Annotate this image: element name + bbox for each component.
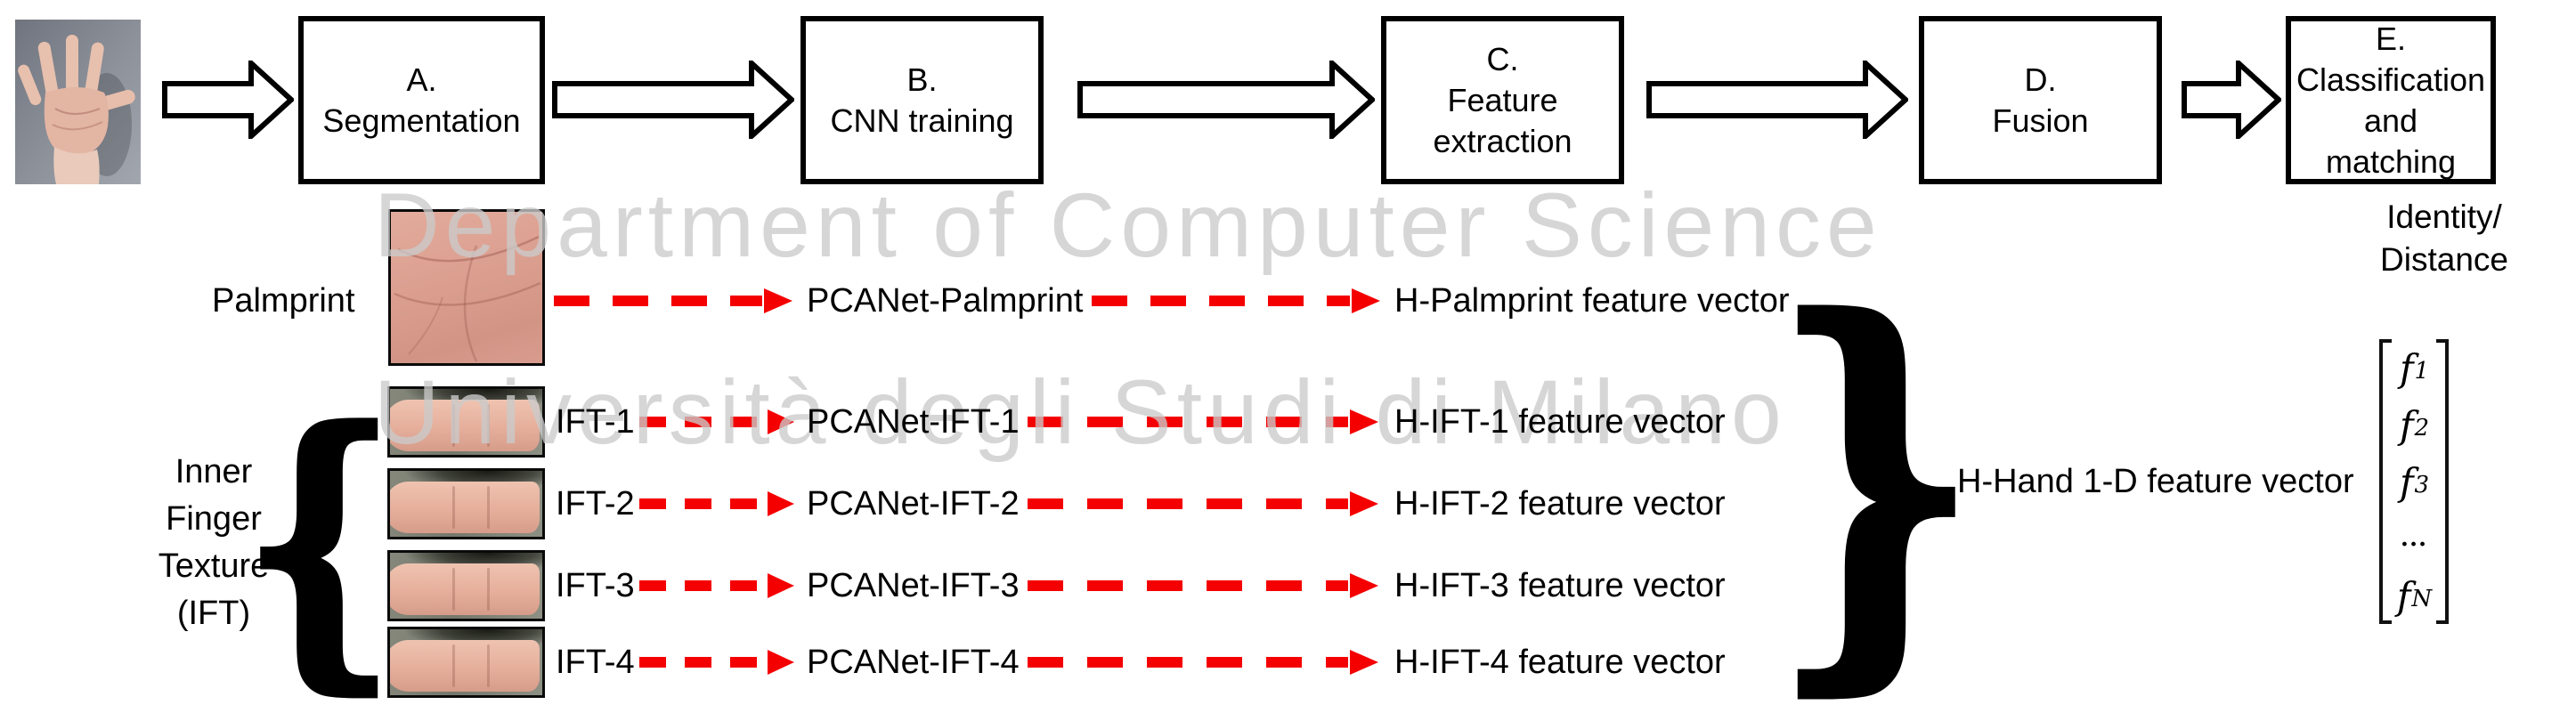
h-ift-3-feature-label: H-IFT-3 feature vector xyxy=(1394,567,1726,604)
ift-4-label: IFT-4 xyxy=(556,644,635,681)
distance-line: Distance xyxy=(2380,241,2508,278)
h-palmprint-feature-label: H-Palmprint feature vector xyxy=(1394,282,1790,320)
dashed-arrow-pcanet-ift1 xyxy=(1028,409,1378,434)
pcanet-palmprint-label: PCANet-Palmprint xyxy=(807,282,1084,320)
stage-name: Feature extraction xyxy=(1433,81,1572,159)
ift-group-line: Finger xyxy=(166,500,262,538)
vector-entry-sub: 3 xyxy=(2414,472,2430,498)
stage-box-segmentation: A. Segmentation xyxy=(298,16,545,184)
flow-arrow-5 xyxy=(2182,61,2281,139)
hand-illustration xyxy=(15,20,141,184)
finger-image-2 xyxy=(387,468,545,539)
stage-letter: C. xyxy=(1486,40,1519,77)
ift-2-label: IFT-2 xyxy=(556,485,635,523)
ift-group-line: Texture xyxy=(158,547,270,585)
vector-entry-ellipsis: ... xyxy=(2379,510,2449,567)
identity-line: Identity/ xyxy=(2386,199,2502,235)
dashed-arrow-pcanet-ift2 xyxy=(1028,491,1378,516)
finger-image-3 xyxy=(387,550,545,621)
stage-box-cnn-training: B. CNN training xyxy=(800,16,1044,184)
palmprint-label: Palmprint xyxy=(212,282,355,320)
stage-name: Segmentation xyxy=(322,101,521,139)
hand-photo-image xyxy=(15,20,141,184)
stage-name: Fusion xyxy=(1992,101,2089,139)
stage-letter: E. xyxy=(2375,20,2406,57)
finger-image-1 xyxy=(387,386,545,458)
vector-entry-base: f xyxy=(2396,573,2411,618)
ift-group-label: Inner Finger Texture (IFT) xyxy=(139,449,288,637)
vector-entry-base: ... xyxy=(2400,525,2428,552)
vector-entry-base: f xyxy=(2399,402,2414,447)
pipeline-output-label: Identity/ Distance xyxy=(2333,196,2556,281)
dashed-arrow-ift3 xyxy=(639,573,794,598)
h-ift-1-feature-label: H-IFT-1 feature vector xyxy=(1394,403,1726,441)
vector-entry-base: f xyxy=(2399,345,2414,390)
pcanet-ift-4-label: PCANet-IFT-4 xyxy=(807,644,1020,681)
watermark-line-1: Department of Computer Science xyxy=(374,174,1882,276)
vector-entry-sub: N xyxy=(2411,586,2433,612)
h-ift-2-feature-label: H-IFT-2 feature vector xyxy=(1394,485,1726,523)
h-ift-4-feature-label: H-IFT-4 feature vector xyxy=(1394,644,1726,681)
dashed-arrow-palm-to-pcanet xyxy=(554,288,792,313)
stage-name: CNN training xyxy=(830,101,1014,139)
dashed-arrow-ift4 xyxy=(639,650,794,675)
stage-letter: D. xyxy=(2024,61,2057,98)
flow-arrow-3 xyxy=(1077,61,1375,139)
stage-box-classification: E. Classification and matching xyxy=(2286,16,2496,184)
dashed-arrow-ift2 xyxy=(639,491,794,516)
stage-box-feature-extraction: C. Feature extraction xyxy=(1381,16,1624,184)
dashed-arrow-pcanet-ift4 xyxy=(1028,650,1378,675)
palmprint-image xyxy=(388,209,545,366)
dashed-arrow-ift1 xyxy=(639,409,794,434)
h-hand-feature-vector-label: H-Hand 1-D feature vector xyxy=(1957,463,2354,500)
dashed-arrow-pcanet-palm-to-feature xyxy=(1092,288,1380,313)
palm-lines xyxy=(394,235,541,362)
stage-letter: B. xyxy=(906,61,938,98)
stage-name: Classification and matching xyxy=(2296,61,2486,180)
flow-arrow-2 xyxy=(552,61,794,139)
vector-entry-sub: 1 xyxy=(2414,358,2430,385)
pcanet-ift-2-label: PCANet-IFT-2 xyxy=(807,485,1020,523)
right-curly-brace: } xyxy=(1767,233,1982,713)
ift-3-label: IFT-3 xyxy=(556,567,635,604)
flow-arrow-4 xyxy=(1646,61,1908,139)
left-curly-brace: { xyxy=(240,366,399,713)
stage-letter: A. xyxy=(406,61,437,98)
ift-group-line: (IFT) xyxy=(176,595,251,632)
ift-1-label: IFT-1 xyxy=(556,403,635,441)
vector-entry-base: f xyxy=(2399,459,2414,504)
ift-group-line: Inner xyxy=(175,453,253,490)
flow-arrow-1 xyxy=(162,61,294,139)
finger-image-4 xyxy=(387,627,545,698)
pcanet-ift-3-label: PCANet-IFT-3 xyxy=(807,567,1020,604)
vector-entry-sub: 2 xyxy=(2414,415,2430,442)
pcanet-ift-1-label: PCANet-IFT-1 xyxy=(807,403,1020,441)
dashed-arrow-pcanet-ift3 xyxy=(1028,573,1378,598)
stage-box-fusion: D. Fusion xyxy=(1919,16,2162,184)
